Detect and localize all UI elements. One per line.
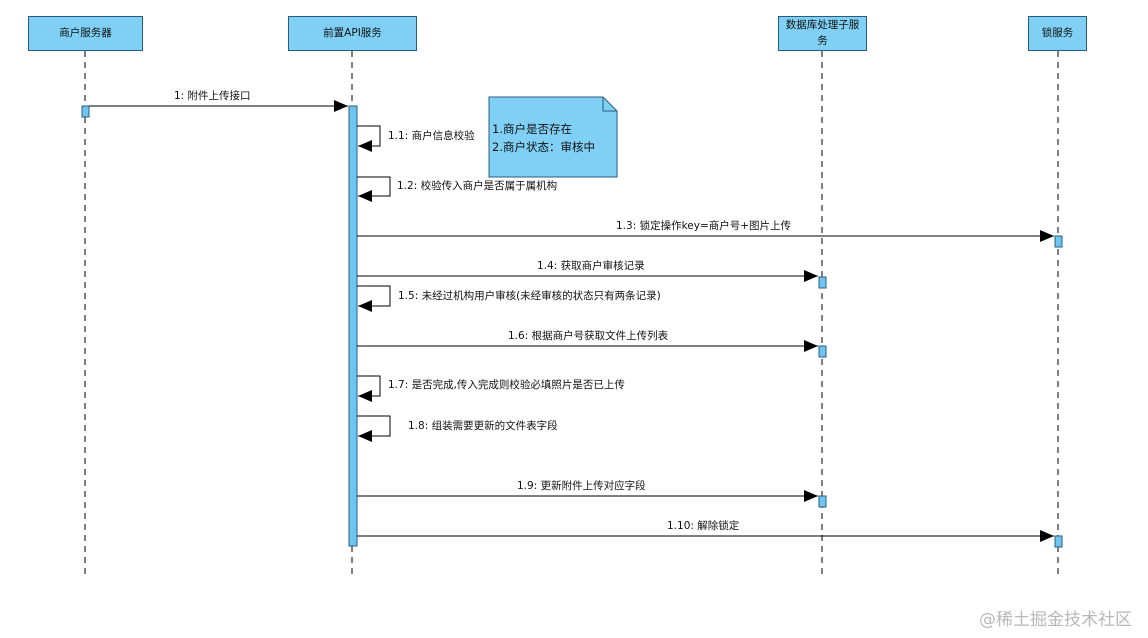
activation-db-3 xyxy=(818,495,827,508)
participant-label-line1: 数据库处理子服 xyxy=(785,19,860,32)
message-label-1-7: 1.7: 是否完成,传入完成则校验必填照片是否已上传 xyxy=(388,378,625,391)
note-line-1: 1.商户是否存在 xyxy=(492,122,572,136)
note-fold xyxy=(602,97,617,112)
participant-label-line2: 务 xyxy=(817,34,828,47)
message-label-1: 1: 附件上传接口 xyxy=(174,89,251,102)
activation-db-2 xyxy=(818,345,827,358)
note-shape xyxy=(488,96,618,178)
participant-db-subservice[interactable]: 数据库处理子服 务 xyxy=(778,16,867,51)
participant-label: 前置API服务 xyxy=(323,26,382,39)
message-label-1-3: 1.3: 锁定操作key=商户号+图片上传 xyxy=(616,219,791,232)
message-label-1-4: 1.4: 获取商户审核记录 xyxy=(537,259,645,272)
self-message-arrow-1-5 xyxy=(357,285,391,312)
note: 1.商户是否存在 2.商户状态：审核中 xyxy=(492,120,595,156)
activation-lock-2 xyxy=(1054,535,1063,548)
participant-label: 商户服务器 xyxy=(59,26,112,39)
self-message-arrow-1-2 xyxy=(357,176,391,202)
activation-api xyxy=(348,105,358,547)
watermark: @稀土掘金技术社区 xyxy=(979,610,1132,630)
participant-api-service[interactable]: 前置API服务 xyxy=(288,16,417,51)
participant-merchant-server[interactable]: 商户服务器 xyxy=(28,16,143,51)
participant-label: 锁服务 xyxy=(1041,26,1074,39)
self-message-arrow-1-7 xyxy=(357,375,381,402)
message-label-1-5: 1.5: 未经过机构用户审核(未经审核的状态只有两条记录) xyxy=(398,289,661,302)
participant-lock-service[interactable]: 锁服务 xyxy=(1028,16,1087,51)
message-label-1-8: 1.8: 组装需要更新的文件表字段 xyxy=(408,419,558,432)
message-label-1-1: 1.1: 商户信息校验 xyxy=(388,129,475,142)
message-label-1-2: 1.2: 校验传入商户是否属于属机构 xyxy=(397,179,557,192)
self-message-arrow-1-8 xyxy=(357,415,391,442)
self-message-arrow-1-1 xyxy=(357,125,381,152)
message-label-1-9: 1.9: 更新附件上传对应字段 xyxy=(517,479,646,492)
message-label-1-6: 1.6: 根据商户号获取文件上传列表 xyxy=(508,329,669,342)
activation-merchant xyxy=(81,105,90,118)
message-label-1-10: 1.10: 解除锁定 xyxy=(667,519,740,532)
activation-db-1 xyxy=(818,276,827,289)
activation-lock-1 xyxy=(1054,235,1063,248)
note-line-2: 2.商户状态：审核中 xyxy=(492,140,595,154)
